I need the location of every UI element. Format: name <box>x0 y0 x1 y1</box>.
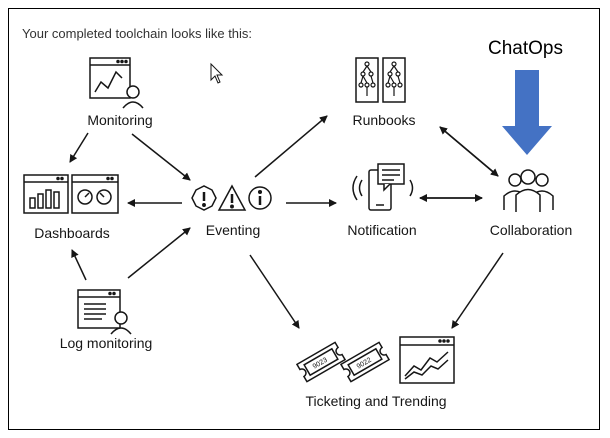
chatops-label: ChatOps <box>488 38 563 59</box>
runbooks-icon <box>355 57 406 103</box>
monitoring-icon <box>89 57 144 109</box>
arrow-monitoring-to-eventing <box>131 133 191 181</box>
label-dashboards: Dashboards <box>34 225 110 241</box>
dashboards-icon <box>23 174 119 214</box>
arrow-collaboration-to-runbooks <box>439 126 499 177</box>
eventing-icons <box>191 184 272 211</box>
mouse-cursor-icon <box>210 62 224 84</box>
notification-icon <box>352 163 414 211</box>
arrow-eventing-to-runbooks <box>254 115 328 178</box>
arrow-log-to-dashboards <box>71 249 87 281</box>
label-collaboration: Collaboration <box>489 222 573 238</box>
label-eventing: Eventing <box>205 222 261 238</box>
ticket-icon-1 <box>295 341 347 383</box>
label-monitoring: Monitoring <box>87 112 153 128</box>
log-monitoring-icon <box>77 289 132 335</box>
label-notification: Notification <box>347 222 417 238</box>
arrow-monitoring-to-dashboards <box>69 132 89 163</box>
intro-text: Your completed toolchain looks like this… <box>22 26 253 41</box>
arrow-log-to-eventing <box>127 227 191 279</box>
collaboration-icon <box>503 169 554 212</box>
label-log-monitoring: Log monitoring <box>59 335 153 351</box>
label-ticketing-and-trending: Ticketing and Trending <box>305 393 447 409</box>
arrow-eventing-to-ticketing <box>249 254 300 329</box>
ticket-icon-2 <box>339 341 391 383</box>
chatops-arrow-icon <box>502 70 552 155</box>
trending-icon <box>399 336 455 384</box>
arrow-collaboration-to-ticketing <box>451 252 504 329</box>
label-runbooks: Runbooks <box>352 112 416 128</box>
